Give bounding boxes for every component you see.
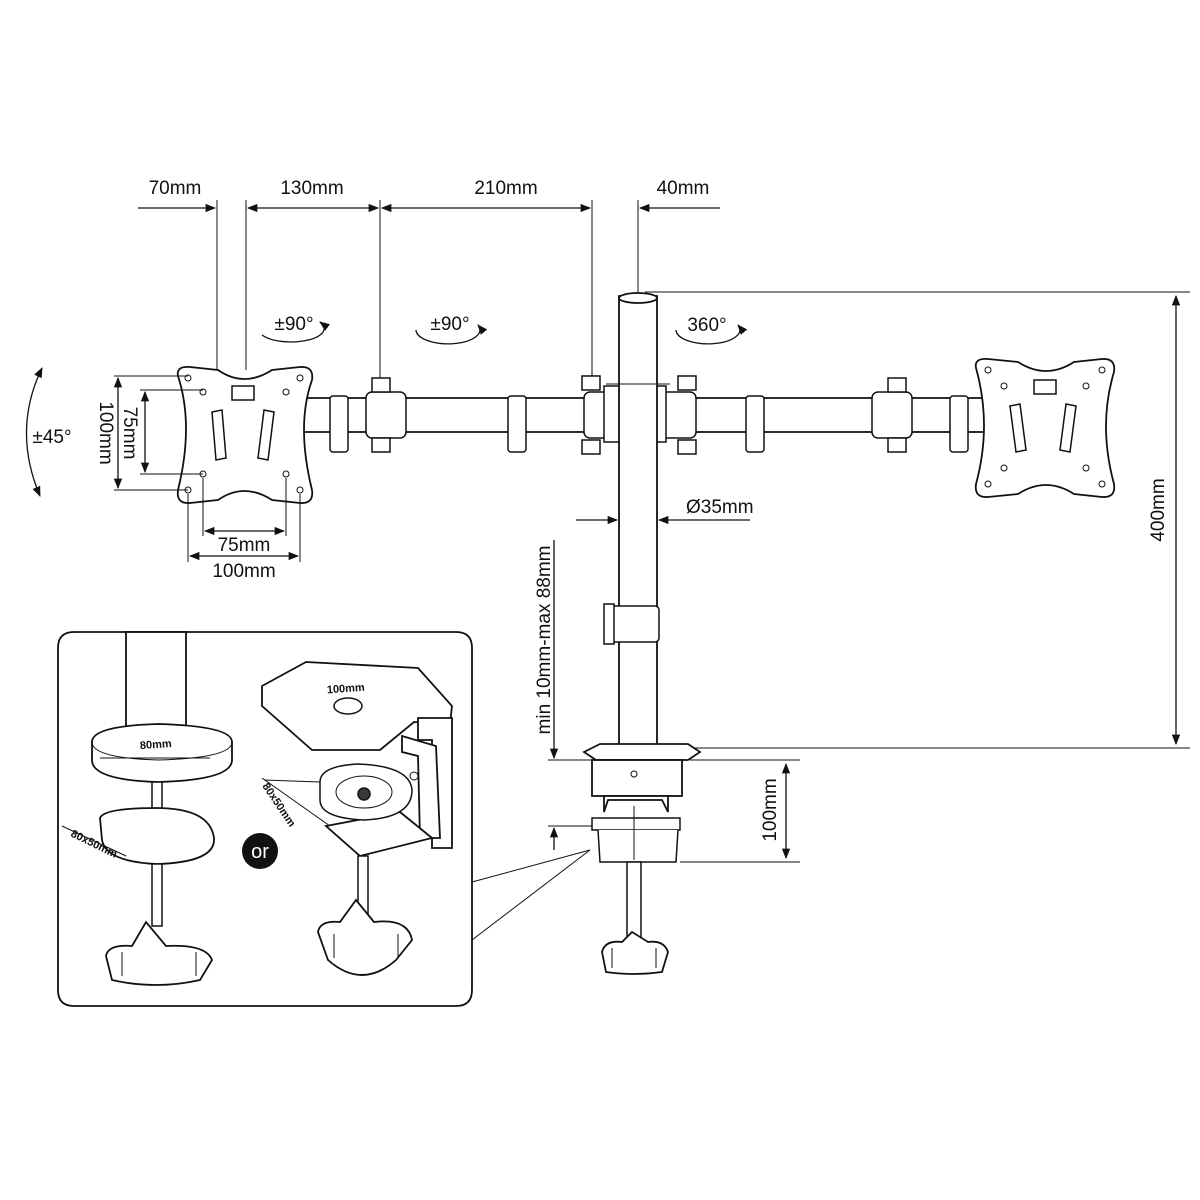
vesa-width-75-label: 75mm <box>218 535 271 556</box>
inset-panel: 80mm 80x50mm or 100mm 80x50mm <box>57 631 473 1007</box>
vesa-plate-right <box>974 358 1116 498</box>
clamp-dimension-lines <box>548 540 800 863</box>
vesa-left-dimension-lines <box>113 375 301 562</box>
rotation-label-mid: ±90° <box>430 314 469 335</box>
dim-130mm: 130mm <box>280 178 343 199</box>
vesa-width-100-label: 100mm <box>212 561 275 582</box>
desk-thickness-label: min 10mm-max 88mm <box>534 546 555 735</box>
inset-plate-right-label: 80x50mm <box>260 781 298 829</box>
or-badge <box>242 833 278 869</box>
round-base-option <box>61 631 233 986</box>
height-dimension-lines <box>645 291 1190 749</box>
rotation-label-left: ±90° <box>274 314 313 335</box>
rotation-arrow-left <box>261 321 330 343</box>
or-label: or <box>251 841 269 863</box>
clamp-100-label: 100mm <box>760 778 781 841</box>
vesa-height-100-label: 100mm <box>95 401 116 464</box>
rotation-arrow-mid <box>415 324 488 345</box>
dim-70mm: 70mm <box>149 178 202 199</box>
inset-clamp-top-label: 100mm <box>326 682 365 697</box>
rotation-label-pole: 360° <box>687 315 726 336</box>
inset-callout-lines <box>471 849 591 941</box>
height-400-label: 400mm <box>1148 478 1169 541</box>
vesa-plate-left <box>176 366 314 504</box>
dim-210mm: 210mm <box>474 178 537 199</box>
c-clamp-option <box>261 661 453 976</box>
center-pole <box>603 292 670 753</box>
vesa-height-75-label: 75mm <box>119 407 140 460</box>
top-dimension-lines <box>138 200 720 378</box>
tilt-arrow <box>25 367 43 497</box>
inset-base-diameter-label: 80mm <box>140 738 173 752</box>
rotation-arrow-pole <box>675 324 748 345</box>
pole-diameter-label: Ø35mm <box>686 497 754 518</box>
desk-clamp <box>582 743 702 975</box>
dim-40mm: 40mm <box>657 178 710 199</box>
tilt-label: ±45° <box>32 427 71 448</box>
